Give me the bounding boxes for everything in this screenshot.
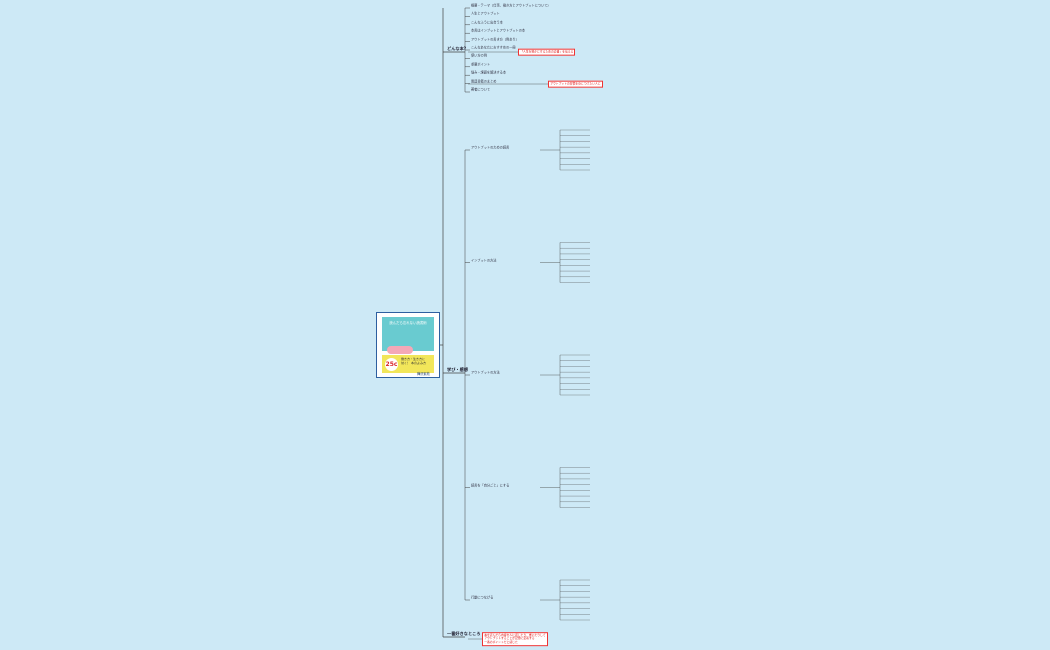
branch-0-child[interactable]: 人生とアウトプット [471,11,500,16]
branch-0-child[interactable]: こんなあなたにおすすめの一冊 [471,45,516,50]
branch-0-child[interactable]: 本書はインプットとアウトプットの本 [471,28,526,33]
branch-0-child[interactable]: 重要ポイント [471,62,491,67]
branch-0-child[interactable]: 関連書籍のまとめ [471,78,497,83]
branch-0-child[interactable]: 著者について [471,87,491,92]
branch-label-0[interactable]: どんな本? [447,45,467,51]
branch-0-child[interactable]: こんなふうに出合う本 [471,20,503,25]
branch-0-note: アウトプットの習慣を身につけたい人に [548,80,603,88]
branch-1-child[interactable]: アウトプットの方法 [471,370,500,375]
branch-1-child[interactable]: アウトプットのための読書 [471,145,510,150]
cover-badge: 25c [385,358,398,371]
branch-2-note: 本を読んだら内容を人に話したり、書いたりして アウトプットすることが記憶に定着す… [482,632,548,646]
cover-illustration [382,317,434,351]
cover-subtitle: 働き方・生き方に 効く！ 本のよみ方 [401,357,426,365]
branch-1-child[interactable]: 読書を「自分ごと」にする [471,482,510,487]
cover-author: 樺沢紫苑 [417,372,430,376]
branch-label-2[interactable]: 一番好きなところ [447,630,481,636]
branch-0-child[interactable]: アウトプットの書き方（例あり） [471,36,519,41]
branch-0-child[interactable]: 概要・テーマ（仕事、働き方とアウトプットについて） [471,3,551,8]
cover-figure [387,346,413,354]
branch-label-1[interactable]: 学び・感想 [447,366,468,372]
branch-0-note: 「人生を豊かにするための読書」を伝える [518,48,576,56]
branch-0-child[interactable]: 悩み・課題を解決する本 [471,70,507,75]
branch-0-child[interactable]: 使い方の例 [471,53,487,58]
root-book-cover[interactable]: 読んだら忘れない読書術 25c 働き方・生き方に 効く！ 本のよみ方 樺沢紫苑 [376,312,440,378]
branch-1-child[interactable]: インプットの方法 [471,257,497,262]
cover-title: 読んだら忘れない読書術 [389,321,427,325]
branch-1-child[interactable]: 行動につなげる [471,595,494,600]
